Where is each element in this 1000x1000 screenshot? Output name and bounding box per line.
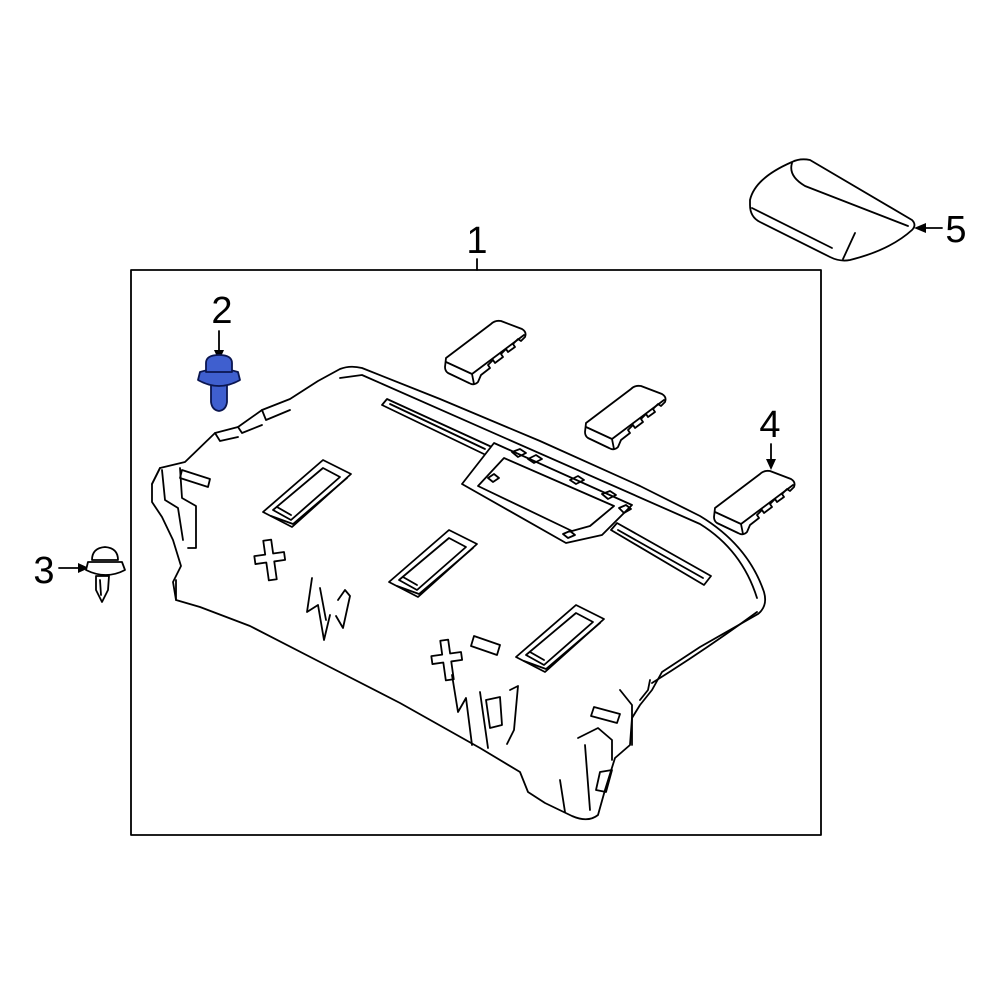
tray-opening-recess: [523, 612, 601, 670]
cover-edge: [585, 399, 665, 450]
tray-tab-mark: [179, 469, 211, 488]
callout-3: 3: [33, 550, 89, 592]
clip-2-stem: [210, 383, 228, 412]
part-4-cover: [713, 469, 796, 536]
callout-4: 4: [759, 404, 781, 470]
tray-center-frame: [461, 442, 633, 544]
part-1-tray: [151, 365, 767, 821]
tray-top-edge-bumps: [214, 409, 291, 442]
tray-long-slot: [610, 522, 712, 586]
callout-label-3: 3: [33, 550, 54, 592]
tray-rib-mark: [306, 577, 351, 641]
tray-cross-mark: [253, 538, 287, 582]
tray-opening: [262, 459, 352, 528]
tray-long-slot-inner: [389, 403, 486, 450]
part-4-cover: [444, 319, 527, 386]
callout-label-2: 2: [211, 290, 232, 332]
part-5-housing: [749, 158, 916, 262]
tray-opening-recess: [396, 537, 474, 595]
cover-outline: [584, 384, 667, 451]
part-4-cover: [584, 384, 667, 451]
callout-label-1: 1: [466, 220, 487, 262]
tray-right-bracket: [559, 679, 651, 813]
tray-opening-recess: [270, 467, 348, 525]
tray-top-lip: [339, 374, 758, 599]
clip-3-flange: [85, 561, 126, 576]
tray-long-slot-inner: [617, 529, 704, 579]
callout-label-4: 4: [759, 404, 780, 446]
clip-2-head: [205, 354, 233, 373]
callout-5-arrowhead-icon: [914, 223, 926, 233]
tray-rib-mark: [451, 674, 519, 749]
callout-label-5: 5: [945, 209, 966, 251]
clip-3-head: [91, 546, 119, 561]
tray-center-frame-inner: [477, 457, 615, 532]
part-5-face-edge: [790, 162, 909, 227]
part-3-clip: [85, 546, 126, 603]
callout-4-arrowhead-icon: [766, 459, 776, 470]
tray-opening-outline: [388, 529, 478, 598]
tray-center-frame-marks: [487, 448, 632, 539]
tray-tab-mark: [590, 706, 621, 724]
part-5-outline: [749, 158, 916, 262]
callout-5: 5: [914, 209, 967, 251]
cover-outline: [444, 319, 527, 386]
clip-3-stem-detail: [99, 579, 102, 596]
tray-opening: [388, 529, 478, 598]
diagram-artwork: 1 2 3 4 5: [33, 158, 967, 836]
cover-outline: [713, 469, 796, 536]
tray-cross-mark: [430, 638, 464, 682]
part-5-lower-edge: [751, 207, 833, 249]
part-5-side-edge: [842, 232, 856, 260]
callout-1: 1: [466, 220, 488, 271]
callout-3-arrowhead-icon: [78, 563, 89, 573]
tray-opening-outline: [515, 604, 605, 673]
cover-edge: [714, 484, 794, 535]
tray-tab-mark: [470, 635, 501, 656]
tray-left-bracket: [151, 467, 197, 601]
cover-edge: [445, 334, 525, 385]
part-2-clip-highlighted: [197, 354, 241, 412]
tray-opening: [515, 604, 605, 673]
tray-right-end-lip: [651, 611, 758, 684]
assembly-frame: [130, 269, 822, 836]
clip-3-stem: [95, 575, 110, 603]
tray-opening-outline: [262, 459, 352, 528]
